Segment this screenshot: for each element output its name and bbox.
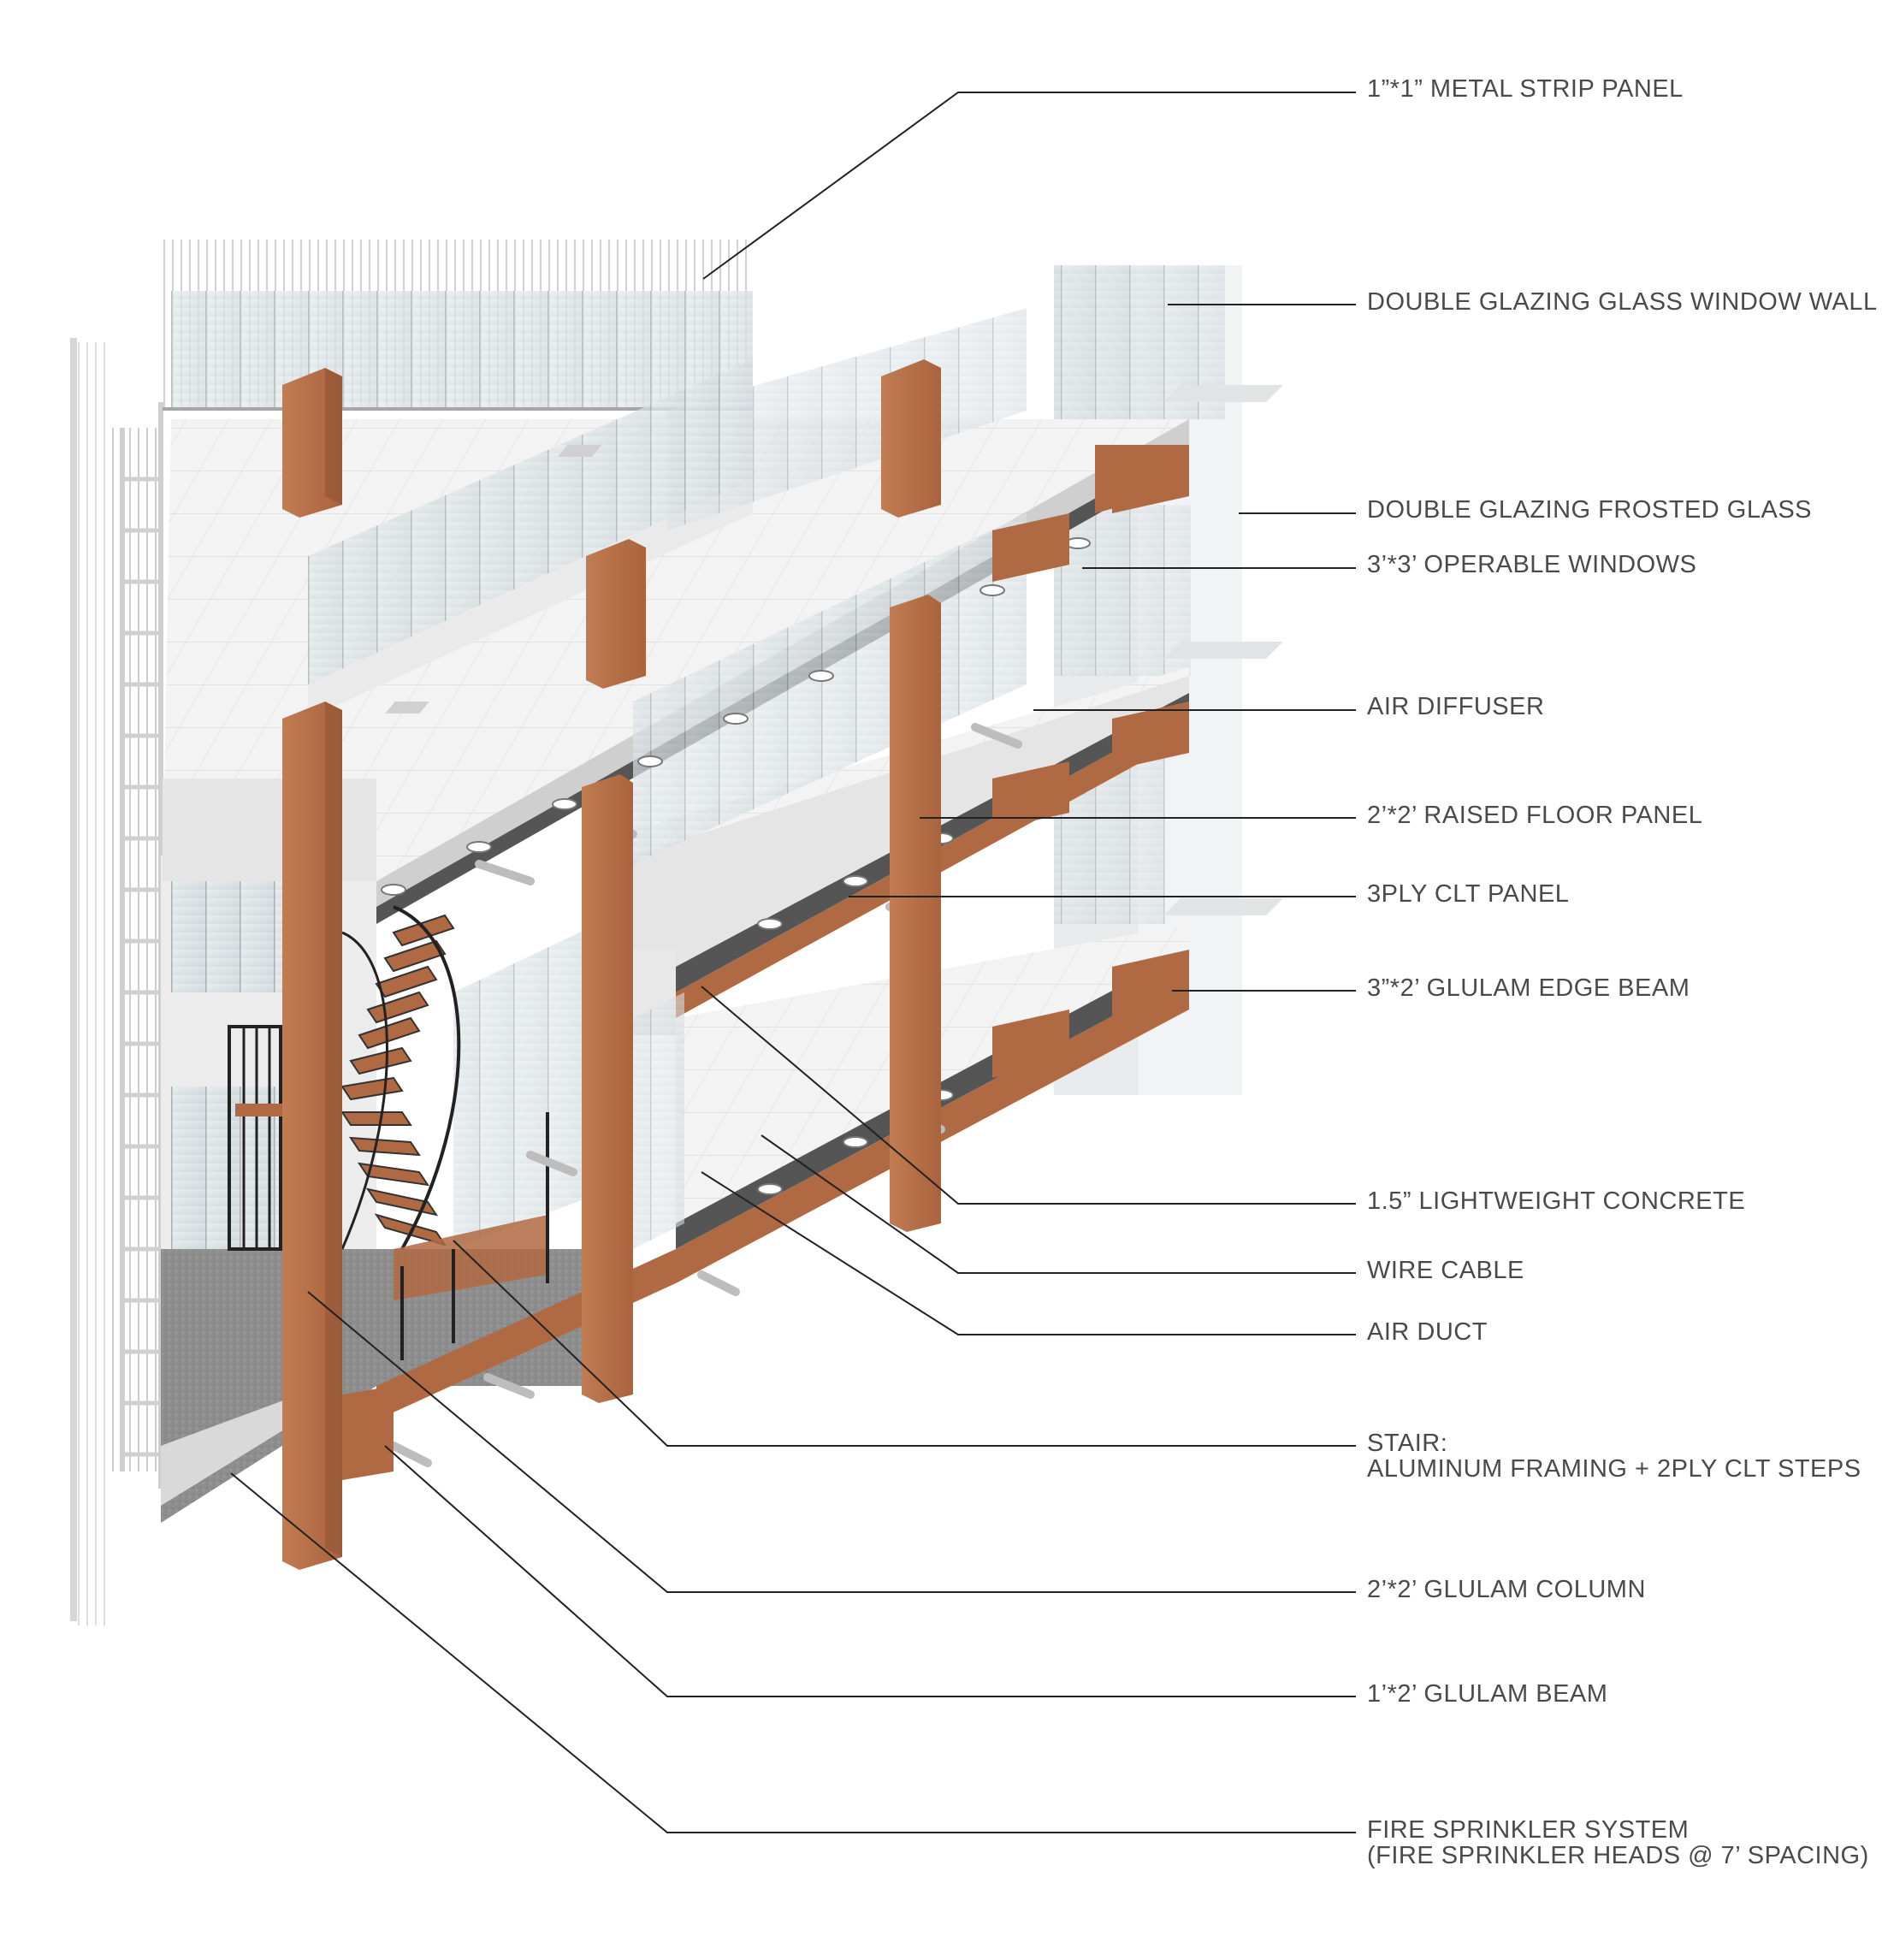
leader-line-stair (453, 1240, 1356, 1447)
label-stair-line-1: STAIR: (1367, 1430, 1447, 1457)
label-fire-sprinkler-line-2: (FIRE SPRINKLER HEADS @ 7’ SPACING) (1367, 1842, 1869, 1869)
glulam-edge-beams (992, 445, 1189, 1078)
label-air-duct: AIR DUCT (1367, 1318, 1488, 1346)
label-air-diffuser: AIR DIFFUSER (1367, 693, 1544, 720)
label-raised-floor-panel: 2’*2’ RAISED FLOOR PANEL (1367, 802, 1702, 829)
label-clt-panel: 3PLY CLT PANEL (1367, 880, 1569, 908)
leader-lines (230, 92, 1356, 1833)
building-artwork (70, 240, 1283, 1625)
label-stair-line-2: ALUMINUM FRAMING + 2PLY CLT STEPS (1367, 1455, 1861, 1483)
metal-strip-screen (163, 240, 753, 411)
label-wire-cable: WIRE CABLE (1367, 1257, 1524, 1284)
label-glulam-column: 2’*2’ GLULAM COLUMN (1367, 1576, 1646, 1603)
label-glulam-beam: 1’*2’ GLULAM BEAM (1367, 1680, 1607, 1708)
label-window-wall: DOUBLE GLAZING GLASS WINDOW WALL (1367, 288, 1878, 316)
leader-line-wire-cable (760, 1134, 1356, 1274)
callout-labels: 1”*1” METAL STRIP PANEL DOUBLE GLAZING GL… (1367, 75, 1878, 1869)
glulam-columns (282, 359, 941, 1570)
spiral-stair (228, 905, 549, 1360)
label-lightweight-concrete: 1.5” LIGHTWEIGHT CONCRETE (1367, 1187, 1745, 1215)
leader-line-metal-strip-panel (702, 92, 1356, 280)
label-metal-strip-panel: 1”*1” METAL STRIP PANEL (1367, 75, 1684, 103)
label-frosted-glass: DOUBLE GLAZING FROSTED GLASS (1367, 496, 1812, 524)
leader-line-lightweight-concrete (701, 986, 1356, 1205)
left-facade-railing (70, 338, 163, 1625)
leader-line-glulam-beam (384, 1445, 1356, 1697)
label-operable-windows: 3’*3’ OPERABLE WINDOWS (1367, 551, 1696, 578)
leader-line-glulam-column (307, 1291, 1356, 1593)
label-fire-sprinkler-line-1: FIRE SPRINKLER SYSTEM (1367, 1816, 1689, 1844)
leader-line-fire-sprinkler (230, 1472, 1356, 1833)
leader-line-air-duct (701, 1171, 1356, 1335)
label-glulam-edge-beam: 3”*2’ GLULAM EDGE BEAM (1367, 974, 1690, 1002)
